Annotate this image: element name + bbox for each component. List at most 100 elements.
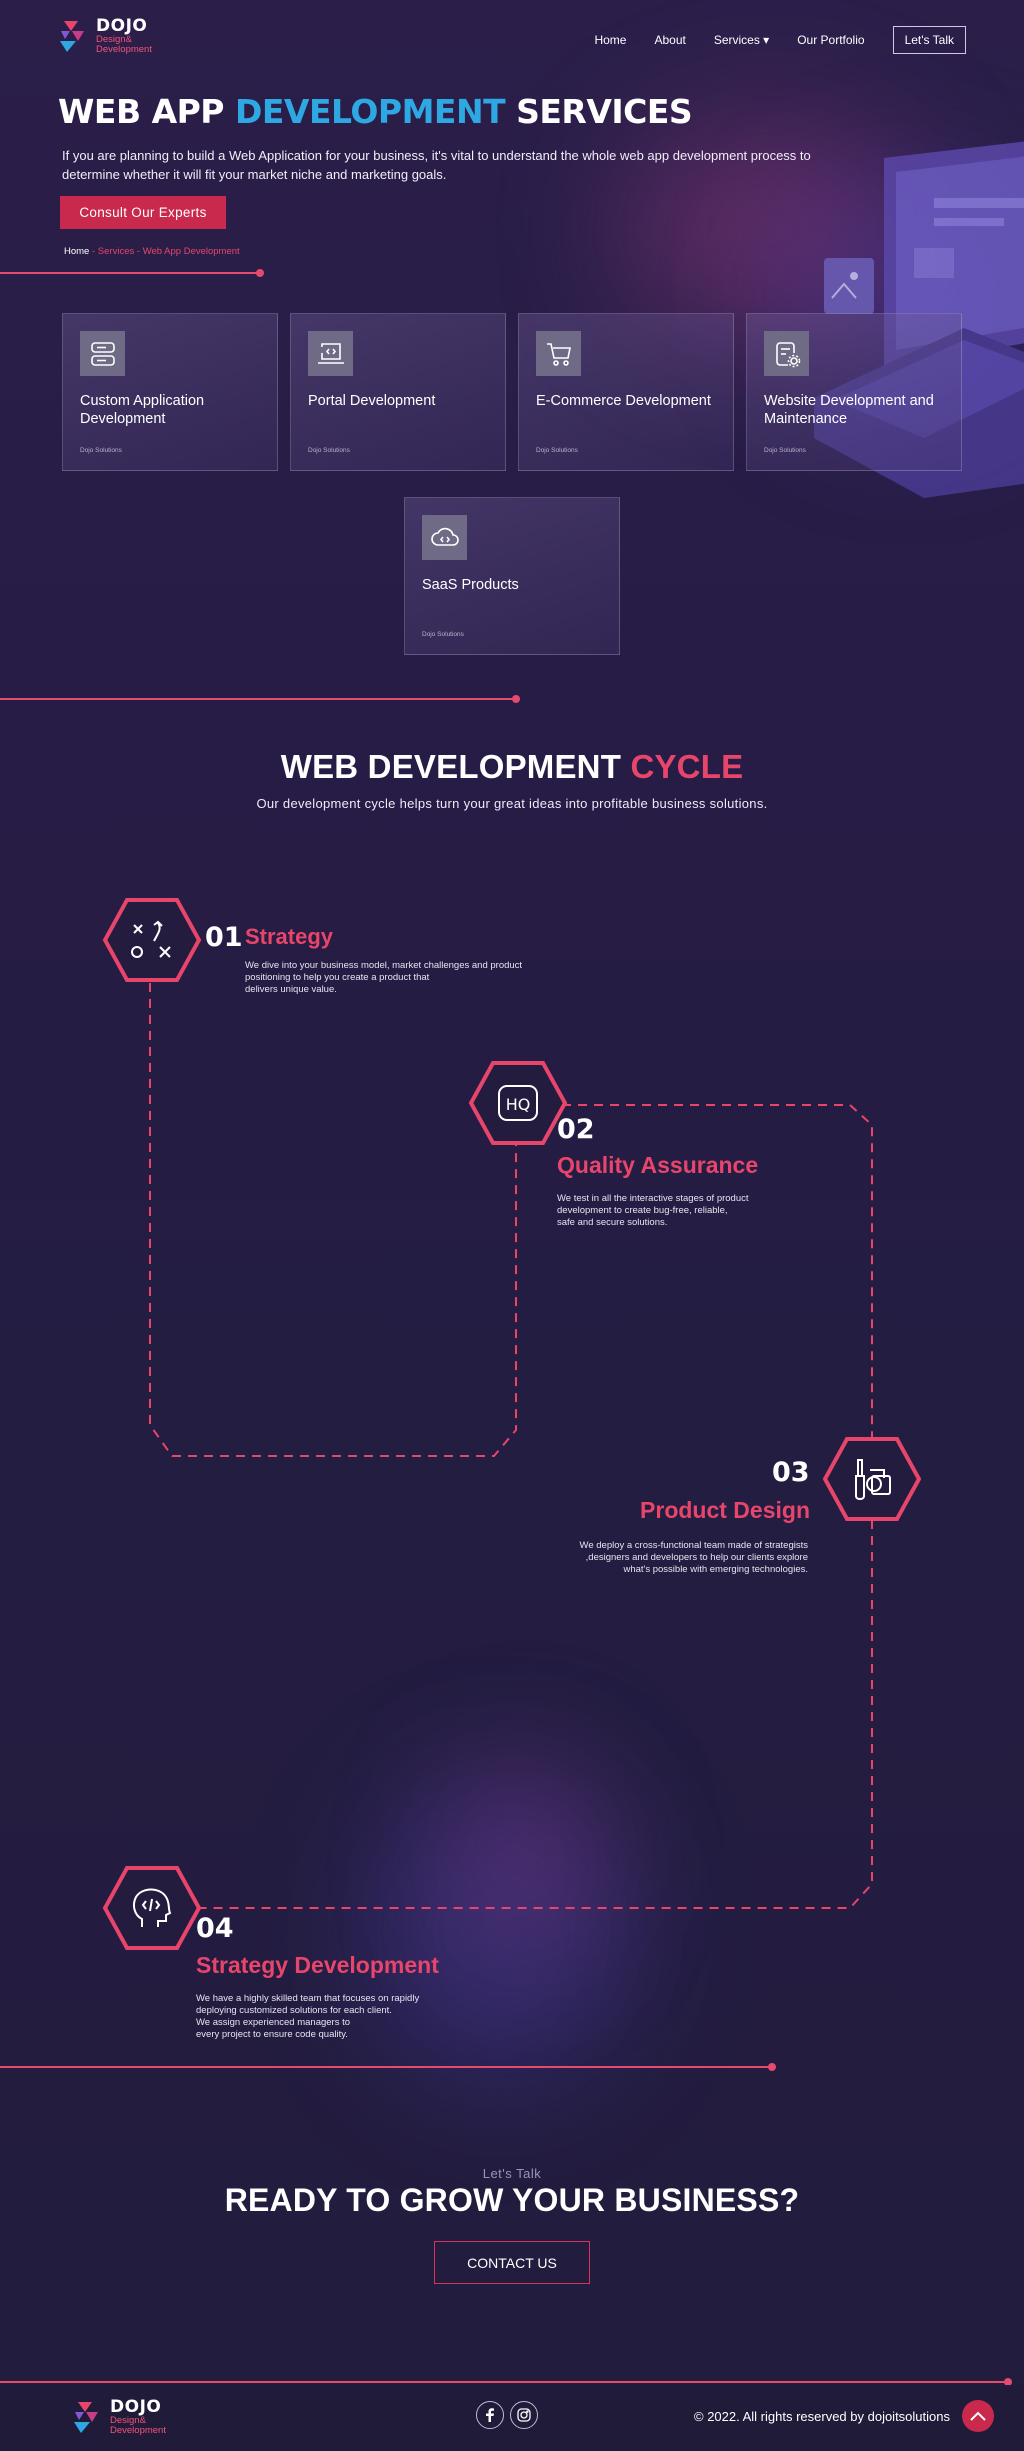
contact-us-button[interactable]: CONTACT US xyxy=(434,2241,590,2284)
service-card[interactable]: Portal Development Dojo Solutions xyxy=(290,313,506,471)
server-icon xyxy=(80,331,125,376)
design-tools-icon xyxy=(855,1459,891,1500)
chevron-up-icon xyxy=(970,2411,986,2421)
cycle-title-accent: CYCLE xyxy=(630,748,744,785)
step-description-line: We test in all the interactive stages of… xyxy=(557,1193,749,1204)
step-description-line: We assign experienced managers to xyxy=(196,2017,351,2028)
step-title: Quality Assurance xyxy=(557,1152,759,1178)
cycle-subtitle: Our development cycle helps turn your gr… xyxy=(256,796,768,811)
hq-icon: HQ xyxy=(498,1085,538,1121)
divider-line xyxy=(0,2381,1008,2383)
breadcrumb-services[interactable]: Services xyxy=(97,246,135,257)
breadcrumb-home[interactable]: Home xyxy=(64,246,90,257)
dojo-logo-icon xyxy=(60,21,84,53)
cart-icon xyxy=(536,331,581,376)
logo-subtitle-1: Design& xyxy=(96,34,132,45)
hero-title: WEB APP DEVELOPMENT SERVICES xyxy=(58,92,693,131)
service-card-footer: Dojo Solutions xyxy=(80,447,122,454)
consult-experts-button[interactable]: Consult Our Experts xyxy=(60,196,226,229)
step-description-line: ,designers and developers to help our cl… xyxy=(585,1552,808,1563)
divider-line xyxy=(0,2066,772,2068)
logo-title: DOJO xyxy=(110,2397,162,2417)
step-description-line: every project to ensure code quality. xyxy=(196,2029,348,2040)
head-code-icon xyxy=(133,1888,172,1927)
step-hexagon xyxy=(468,1061,568,1145)
step-title: Strategy Development xyxy=(196,1952,439,1978)
service-card[interactable]: SaaS Products Dojo Solutions xyxy=(404,497,620,655)
laptop-code-icon xyxy=(308,331,353,376)
logo[interactable]: DOJO Design& Development xyxy=(58,18,152,55)
hero-description: If you are planning to build a Web Appli… xyxy=(62,148,811,182)
service-card-title: Website Development and Maintenance xyxy=(764,393,934,427)
facebook-icon[interactable] xyxy=(476,2401,504,2429)
hero-title-accent: DEVELOPMENT xyxy=(234,92,506,131)
cta-lets-talk: Let's Talk xyxy=(482,2166,542,2181)
cycle-title-part1: WEB DEVELOPMENT xyxy=(280,748,631,785)
step-title: Product Design xyxy=(640,1497,810,1523)
divider-line xyxy=(0,272,258,274)
logo-title: DOJO xyxy=(96,16,148,36)
divider-dot xyxy=(1004,2378,1012,2386)
nav-services[interactable]: Services ▾ xyxy=(713,33,770,47)
service-card[interactable]: Website Development and Maintenance Dojo… xyxy=(746,313,962,471)
step-description-line: We dive into your business model, market… xyxy=(245,960,523,971)
logo-subtitle-1: Design& xyxy=(110,2415,146,2426)
cycle-title: WEB DEVELOPMENT CYCLE xyxy=(0,748,1024,786)
step-description-line: We have a highly skilled team that focus… xyxy=(196,1993,420,2004)
breadcrumb-sep: - xyxy=(89,246,98,257)
divider-dot xyxy=(256,269,264,277)
logo-subtitle-2: Development xyxy=(96,43,152,55)
nav-lets-talk-button[interactable]: Let's Talk xyxy=(892,26,966,54)
divider-line xyxy=(0,698,514,700)
divider-dot xyxy=(512,695,520,703)
step-description-line: deploying customized solutions for each … xyxy=(196,2005,392,2016)
step-hexagon xyxy=(102,898,202,982)
nav-about[interactable]: About xyxy=(654,33,686,47)
service-card-footer: Dojo Solutions xyxy=(764,447,806,454)
nav-portfolio[interactable]: Our Portfolio xyxy=(797,33,865,47)
step-title: Strategy xyxy=(245,924,334,949)
service-card[interactable]: E-Commerce Development Dojo Solutions xyxy=(518,313,734,471)
footer: DOJO Design& Development © 2022. All rig… xyxy=(0,2385,1024,2451)
nav-home[interactable]: Home xyxy=(594,33,627,47)
step-number: 01 xyxy=(205,922,243,953)
strategy-icon xyxy=(131,920,171,958)
step-number: 02 xyxy=(557,1114,595,1145)
step-description-line: safe and secure solutions. xyxy=(557,1217,668,1228)
step-description-line: what's possible with emerging technologi… xyxy=(623,1564,808,1575)
service-card-footer: Dojo Solutions xyxy=(308,447,350,454)
footer-logo[interactable]: DOJO Design& Development xyxy=(72,2399,166,2436)
cta-title: READY TO GROW YOUR BUSINESS? xyxy=(224,2182,800,2218)
step-description: We dive into your business model, market… xyxy=(245,960,525,996)
header: DOJO Design& Development Home About Serv… xyxy=(0,0,1024,80)
step-description-line: We deploy a cross-functional team made o… xyxy=(579,1540,808,1551)
copyright-text: © 2022. All rights reserved by dojoitsol… xyxy=(694,2409,950,2424)
service-card-title: Custom Application Development xyxy=(80,393,205,427)
step-description-line: positioning to help you create a product… xyxy=(245,972,430,983)
step-number: 03 xyxy=(772,1457,810,1488)
step-description: We test in all the interactive stages of… xyxy=(557,1193,797,1229)
step-number: 04 xyxy=(196,1913,234,1944)
dojo-logo-icon xyxy=(74,2402,98,2434)
service-card-title: E-Commerce Development xyxy=(536,393,711,409)
step-description-line: development to create bug-free, reliable… xyxy=(557,1205,728,1216)
step-hexagon xyxy=(102,1866,202,1950)
cloud-code-icon xyxy=(422,515,467,560)
service-card-title: Portal Development xyxy=(308,393,436,409)
breadcrumb-current: Web App Development xyxy=(142,246,240,257)
divider-dot xyxy=(768,2063,776,2071)
service-card[interactable]: Custom Application Development Dojo Solu… xyxy=(62,313,278,471)
scroll-to-top-button[interactable] xyxy=(962,2400,994,2432)
hero-title-part1: WEB APP xyxy=(58,92,235,131)
step-description: We have a highly skilled team that focus… xyxy=(196,1993,476,2041)
document-gear-icon xyxy=(764,331,809,376)
instagram-icon[interactable] xyxy=(510,2401,538,2429)
service-card-footer: Dojo Solutions xyxy=(422,631,464,638)
laptop-illustration xyxy=(814,141,1024,498)
hero-title-part2: SERVICES xyxy=(505,92,693,131)
service-card-title: SaaS Products xyxy=(422,577,519,593)
step-description: We deploy a cross-functional team made o… xyxy=(528,1540,808,1576)
breadcrumb: Home - Services - Web App Development xyxy=(64,246,240,257)
